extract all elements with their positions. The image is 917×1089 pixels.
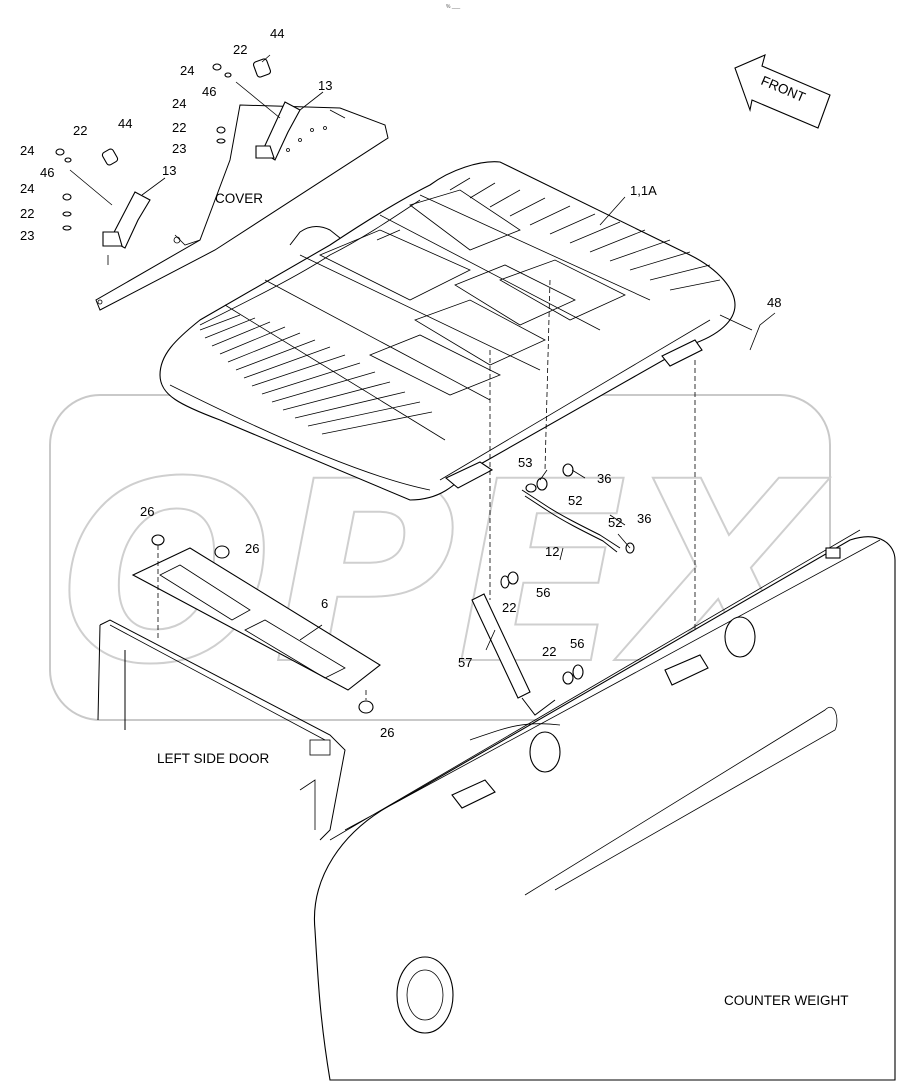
callout-label: 36 [637,511,651,526]
caption-cover: COVER [215,191,263,206]
callout-label: 46 [202,84,216,99]
stay-rod-assembly [471,279,696,716]
caption-counter-weight: COUNTER WEIGHT [724,993,849,1008]
latch-assembly-right [212,58,301,161]
callout-label: 1,1A [630,183,657,198]
hood-louvers-left [199,314,433,435]
callout-label: 13 [318,78,332,93]
callout-label: 56 [570,636,584,651]
callout-label: 6 [321,596,328,611]
callout-label: 22 [172,120,186,135]
callout-label: 44 [118,116,132,131]
callout-label: 23 [20,228,34,243]
callout-label: 26 [380,725,394,740]
callout-label: 12 [545,544,559,559]
counter-weight [313,529,896,1081]
callout-label: 22 [542,644,556,659]
callout-label: 26 [245,541,259,556]
callout-label: 22 [20,206,34,221]
callout-label: 24 [180,63,194,78]
callout-label: 23 [172,141,186,156]
hood-louvers-right [449,177,721,291]
cover-plate [131,534,381,714]
callout-label: 24 [20,181,34,196]
callout-label: 46 [40,165,54,180]
callout-labels: 44 22 24 46 13 24 22 23 44 22 24 46 13 2… [20,26,781,740]
callout-label: 13 [162,163,176,178]
callout-label: 24 [20,143,34,158]
callout-label: 26 [140,504,154,519]
header-mark: % ___ [446,4,460,10]
callout-label: 22 [233,42,247,57]
callout-label: 44 [270,26,284,41]
left-side-door [97,619,346,841]
engine-hood [159,161,736,501]
callout-label: 36 [597,471,611,486]
callout-label: 24 [172,96,186,111]
callout-label: 53 [518,455,532,470]
callout-label: 56 [536,585,550,600]
frame-cover-plate [95,104,389,311]
callout-label: 22 [73,123,87,138]
callout-label: 52 [568,493,582,508]
front-arrow: FRONT [734,54,831,129]
callout-label: 22 [502,600,516,615]
caption-left-side-door: LEFT SIDE DOOR [157,751,270,766]
callout-label: 52 [608,515,622,530]
callout-label: 48 [767,295,781,310]
latch-assembly-left [55,148,151,265]
callout-label: 57 [458,655,472,670]
leader-lines [141,54,776,651]
